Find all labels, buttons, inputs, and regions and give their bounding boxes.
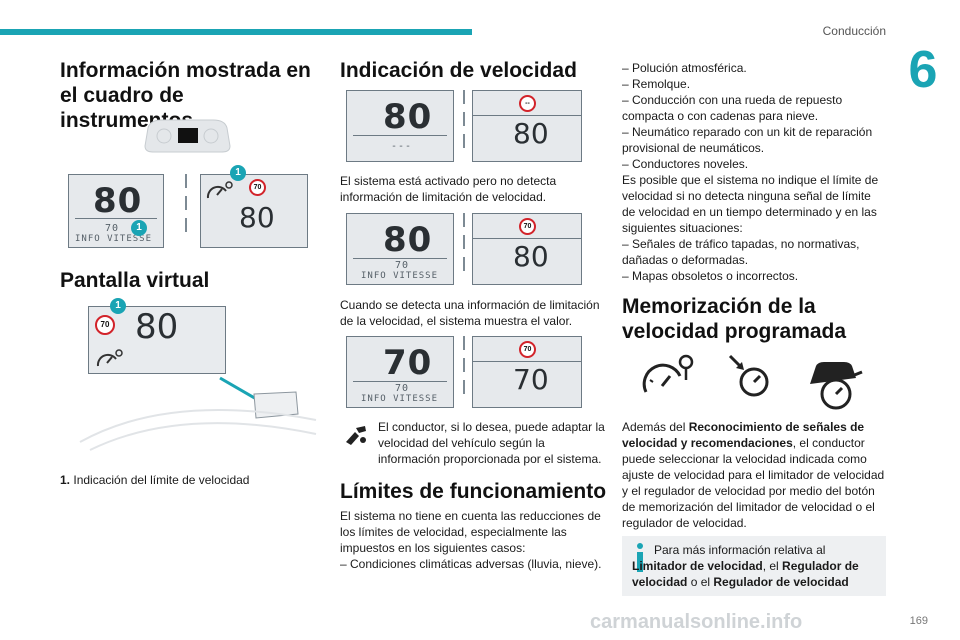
list-item: – Mapas obsoletos o incorrectos. [622,269,799,283]
speedometer-icon [206,181,233,199]
info-text-c: , el [762,559,783,573]
speed-sign-2: 70 [519,218,536,235]
windscreen-illustration [79,376,317,451]
virtual-display: 70 80 [88,306,226,374]
situations-intro: Es posible que el sistema no indique el … [622,173,879,235]
list-item: – Neumático reparado con un kit de repar… [622,125,873,155]
cluster-info-2: INFO VITESSE [361,271,439,281]
callout-badge: 1 [131,220,147,236]
limits-text: El sistema no tiene en cuenta las reducc… [340,509,602,571]
mem-text-rest: , el conductor puede seleccionar la velo… [622,436,885,530]
adaptive-cruise-icon [810,362,863,410]
cluster-speed: 80 [93,181,143,221]
cluster-info-label: INFO VITESSE [75,234,153,244]
info-box: Para más información relativa al Limitad… [622,536,886,596]
header-accent-bar [0,29,472,35]
info-bold-d: Regulador de velocidad [632,559,859,589]
section-title-info: Información mostrada en el cuadro de ins… [60,59,311,132]
cluster-info-3: INFO VITESSE [361,394,439,404]
page-number: 169 [909,615,928,627]
cluster-speed-3: 70 [383,343,433,383]
cluster-limit-3: 70 [395,383,410,394]
info-text-e: o el [687,575,714,589]
info-icon [637,543,643,572]
speed-text-2: Cuando se detecta una información de lim… [340,298,600,328]
speed-sign-3: 70 [519,341,536,358]
cluster-panel-2: 80 70 INFO VITESSE [346,213,454,285]
cruise-control-icon [728,354,769,397]
cluster-speed-2: 80 [383,220,433,260]
legend-text: Indicación del límite de velocidad [73,473,250,487]
cluster-panel-3: 70 70 INFO VITESSE [346,336,454,408]
speed-text-3: El conductor, si lo desea, puede adaptar… [378,420,605,466]
list-item: – Señales de tráfico tapadas, no normati… [622,237,860,267]
virtual-speed-sign: 70 [95,315,115,335]
cluster-limit-2: 70 [395,260,410,271]
cluster-panel-1: 80 --- [346,90,454,162]
mem-bold: Reconocimiento de señales de velocidad y… [622,420,865,450]
right-speed-3: 70 [513,363,549,396]
right-speed: 80 [239,201,275,234]
watermark: carmanualsonline.info [590,611,803,633]
list-item: – Polución atmosférica. [622,61,747,75]
right-panel-1: -- 80 [472,90,582,162]
callout-badge-virtual: 1 [110,298,126,314]
right-panel-2: 70 80 [472,213,582,285]
cluster-speed-1: 80 [383,97,433,137]
speed-limiter-icon [642,354,694,393]
virtual-speed: 80 [135,307,179,347]
right-speed-2: 80 [513,240,549,273]
section-title-memorization: Memorización de la velocidad programada [622,295,847,343]
speed-sign: 70 [249,179,266,196]
info-text: Para más información relativa al Limitad… [632,542,880,590]
list-item: – Remolque. [622,77,691,91]
speed-text-1: El sistema está activado pero no detecta… [340,174,557,204]
limits-list: – Polución atmosférica. – Remolque. – Co… [622,60,886,284]
section-title-virtual: Pantalla virtual [60,269,210,292]
right-panel-3: 70 70 [472,336,582,408]
legend-item: 1. Indicación del límite de velocidad [60,472,320,488]
speed-sign-1: -- [519,95,536,112]
legend-number: 1. [60,473,71,487]
info-bold-f: Regulador de velocidad [713,575,849,589]
info-bold-b: Limitador de velocidad [632,559,763,573]
cluster-dash-1: --- [391,141,413,152]
section-name: Conducción [822,24,886,38]
list-item: – Conducción con una rueda de repuesto c… [622,93,843,123]
chapter-number: 6 [908,41,938,99]
right-display-panel: 70 80 [200,174,308,248]
list-item: – Conductores noveles. [622,157,749,171]
cluster-limit: 70 [105,223,120,234]
driver-hand-icon [341,420,371,450]
mem-text: Además del [622,420,689,434]
cluster-panel: 80 70 INFO VITESSE 1 [68,174,164,248]
callout-badge-top: 1 [230,165,246,181]
section-title-speed: Indicación de velocidad [340,59,577,82]
section-title-limits: Límites de funcionamiento [340,480,607,503]
right-speed-1: 80 [513,117,549,150]
dashboard-icon [144,119,231,153]
memorization-text: Además del Reconocimiento de señales de … [622,419,886,531]
speedometer-icon [96,349,123,367]
info-text-a: Para más información relativa al [654,543,826,557]
